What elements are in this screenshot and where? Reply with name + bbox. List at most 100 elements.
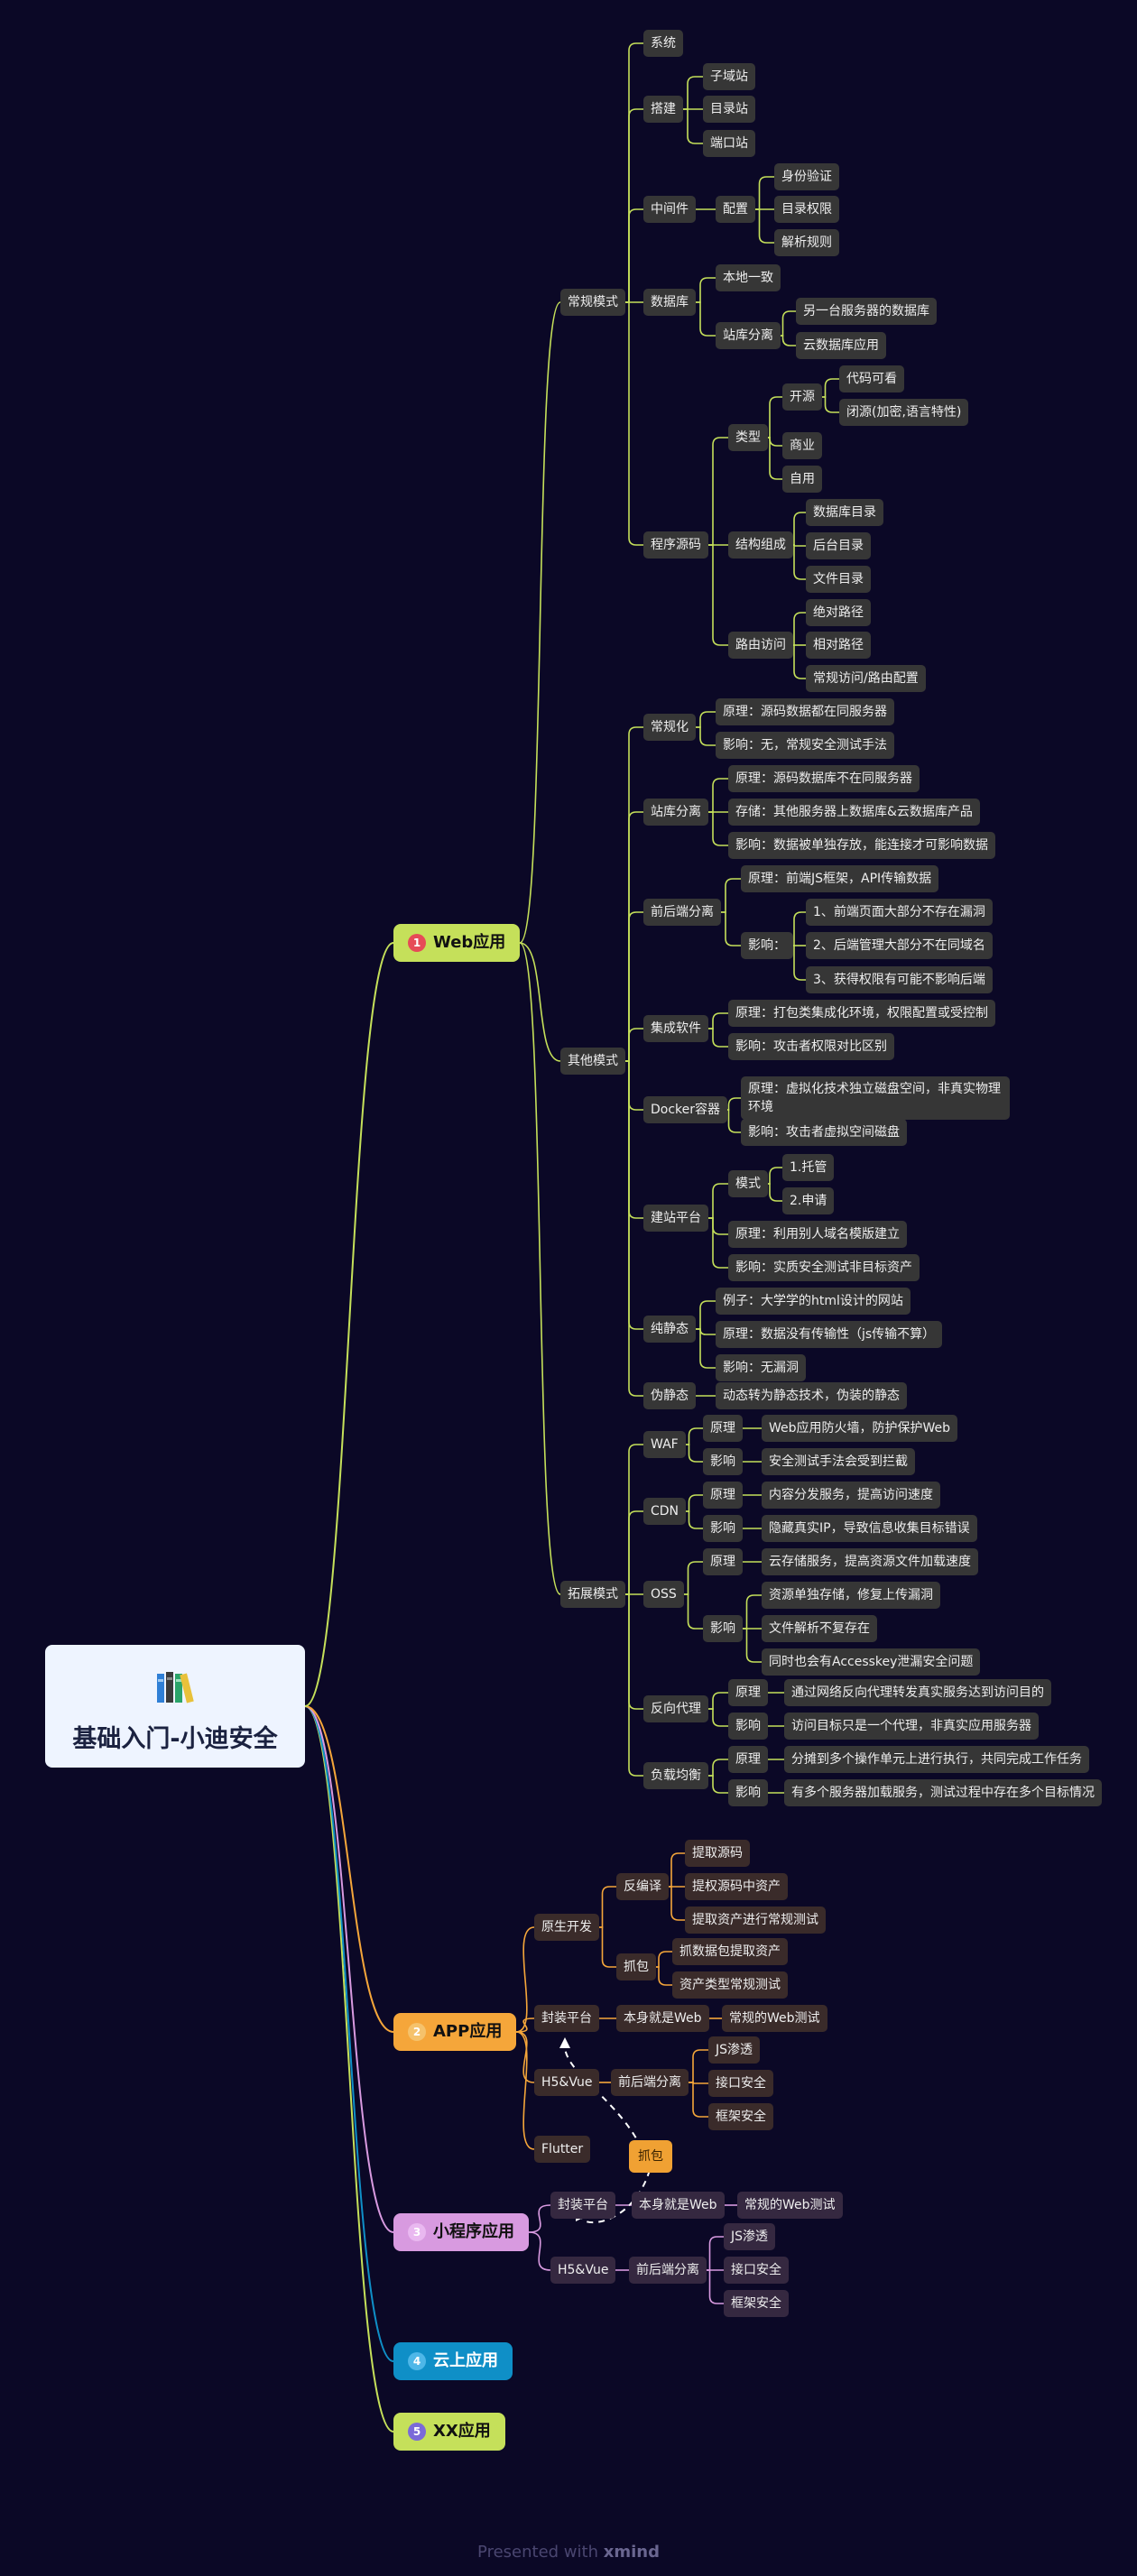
topic-node[interactable]: 例子：大学学的html设计的网站 (716, 1288, 911, 1315)
topic-node[interactable]: 文件解析不复存在 (762, 1615, 877, 1642)
topic-node[interactable]: 原理：源码数据都在同服务器 (716, 698, 894, 725)
topic-node[interactable]: 伪静态 (643, 1382, 696, 1409)
topic-node[interactable]: 影响：实质安全测试非目标资产 (728, 1254, 920, 1281)
topic-node[interactable]: 通过网络反向代理转发真实服务达到访问目的 (784, 1679, 1051, 1706)
topic-node[interactable]: 商业 (782, 432, 822, 459)
topic-node[interactable]: 原理 (703, 1548, 743, 1575)
topic-node[interactable]: 云存储服务，提高资源文件加载速度 (762, 1548, 978, 1575)
topic-node[interactable]: 提取源码 (685, 1840, 750, 1867)
topic-node[interactable]: 动态转为静态技术，伪装的静态 (716, 1382, 907, 1409)
topic-node[interactable]: 本身就是Web (632, 2192, 725, 2219)
topic-node[interactable]: 隐藏真实IP，导致信息收集目标错误 (762, 1515, 977, 1542)
topic-node[interactable]: 影响： (741, 932, 793, 959)
topic-node[interactable]: Web应用防火墙，防护保护Web (762, 1415, 958, 1442)
topic-node[interactable]: 前后端分离 (629, 2257, 707, 2284)
topic-node[interactable]: 其他模式 (560, 1048, 625, 1075)
topic-node[interactable]: JS渗透 (724, 2223, 776, 2250)
topic-node[interactable]: 分摊到多个操作单元上进行执行，共同完成工作任务 (784, 1746, 1089, 1773)
topic-node[interactable]: 系统 (643, 30, 683, 57)
topic-node[interactable]: 影响：无，常规安全测试手法 (716, 732, 894, 759)
topic-node[interactable]: Flutter (534, 2136, 591, 2163)
topic-node[interactable]: 数据库 (643, 289, 696, 316)
topic-node[interactable]: 程序源码 (643, 531, 708, 559)
topic-node[interactable]: 内容分发服务，提高访问速度 (762, 1482, 940, 1509)
topic-node[interactable]: 后台目录 (806, 532, 871, 559)
topic-node[interactable]: 接口安全 (724, 2257, 789, 2284)
topic-node[interactable]: 访问目标只是一个代理，非真实应用服务器 (784, 1713, 1039, 1740)
topic-node[interactable]: 抓包 (616, 1953, 656, 1980)
topic-node[interactable]: 3、获得权限有可能不影响后端 (806, 966, 993, 993)
topic-node[interactable]: 框架安全 (708, 2103, 773, 2130)
topic-node[interactable]: 反编译 (616, 1873, 669, 1900)
topic-node[interactable]: 原理：源码数据库不在同服务器 (728, 765, 920, 792)
topic-node[interactable]: 存储：其他服务器上数据库&云数据库产品 (728, 799, 980, 826)
topic-node[interactable]: WAF (643, 1431, 686, 1458)
topic-node[interactable]: 1、前端页面大部分不存在漏洞 (806, 899, 993, 926)
topic-node[interactable]: 提取资产进行常规测试 (685, 1907, 826, 1934)
topic-node[interactable]: 端口站 (703, 130, 755, 157)
topic-node[interactable]: 相对路径 (806, 632, 871, 659)
topic-node[interactable]: 目录权限 (774, 196, 839, 223)
topic-node[interactable]: 模式 (728, 1170, 768, 1197)
topic-node[interactable]: 有多个服务器加载服务，测试过程中存在多个目标情况 (784, 1779, 1102, 1806)
topic-node[interactable]: 原理：虚拟化技术独立磁盘空间，非真实物理环境 (741, 1076, 1010, 1120)
topic-node[interactable]: 影响 (703, 1615, 743, 1642)
topic-node[interactable]: 原理：利用别人域名模版建立 (728, 1221, 907, 1248)
topic-node[interactable]: 类型 (728, 424, 768, 451)
topic-node[interactable]: 2、后端管理大部分不在同域名 (806, 932, 993, 959)
topic-node[interactable]: 原生开发 (534, 1914, 599, 1941)
topic-node[interactable]: 常规的Web测试 (737, 2192, 843, 2219)
topic-node[interactable]: 另一台服务器的数据库 (796, 298, 937, 325)
topic-node[interactable]: H5&Vue (534, 2069, 600, 2096)
topic-node[interactable]: 中间件 (643, 196, 696, 223)
topic-node[interactable]: 前后端分离 (611, 2069, 689, 2096)
topic-node[interactable]: 搭建 (643, 96, 683, 123)
topic-node[interactable]: 2.申请 (782, 1187, 835, 1214)
topic-node[interactable]: 封装平台 (550, 2192, 615, 2219)
topic-node[interactable]: 影响：攻击者虚拟空间磁盘 (741, 1119, 907, 1146)
topic-node[interactable]: 站库分离 (643, 799, 708, 826)
topic-node[interactable]: 反向代理 (643, 1695, 708, 1722)
topic-node[interactable]: 资产类型常规测试 (672, 1971, 788, 1999)
topic-node[interactable]: 目录站 (703, 96, 755, 123)
topic-node[interactable]: 原理 (703, 1415, 743, 1442)
topic-node[interactable]: 常规化 (643, 714, 696, 741)
topic-node[interactable]: 原理：前端JS框架，API传输数据 (741, 865, 939, 892)
topic-node[interactable]: 路由访问 (728, 632, 793, 659)
topic-node[interactable]: 1.托管 (782, 1154, 835, 1181)
topic-node[interactable]: 原理：数据没有传输性（js传输不算） (716, 1321, 943, 1348)
topic-node[interactable]: 常规访问/路由配置 (806, 665, 926, 692)
topic-node[interactable]: Docker容器 (643, 1096, 728, 1123)
root-topic[interactable]: 基础入门-小迪安全 (45, 1645, 305, 1768)
topic-node[interactable]: 影响 (703, 1448, 743, 1475)
topic-node[interactable]: 云数据库应用 (796, 332, 886, 359)
topic-node[interactable]: 提权源码中资产 (685, 1873, 788, 1900)
topic-node[interactable]: OSS (643, 1581, 684, 1608)
topic-node[interactable]: 文件目录 (806, 566, 871, 593)
topic-node[interactable]: 配置 (716, 196, 755, 223)
topic-node[interactable]: 影响：攻击者权限对比区别 (728, 1033, 894, 1060)
topic-node[interactable]: 安全测试手法会受到拦截 (762, 1448, 915, 1475)
topic-node[interactable]: 原理 (728, 1746, 768, 1773)
floating-topic-capture[interactable]: 抓包 (629, 2140, 672, 2173)
topic-node[interactable]: 资源单独存储，修复上传漏洞 (762, 1582, 940, 1609)
topic-node[interactable]: 影响 (728, 1779, 768, 1806)
topic-node[interactable]: 闭源(加密,语言特性) (839, 399, 969, 426)
topic-node[interactable]: 解析规则 (774, 229, 839, 256)
topic-node[interactable]: 影响：无漏洞 (716, 1354, 806, 1381)
topic-node[interactable]: 拓展模式 (560, 1581, 625, 1608)
topic-node[interactable]: 建站平台 (643, 1205, 708, 1232)
topic-node[interactable]: 数据库目录 (806, 499, 883, 526)
topic-node[interactable]: 身份验证 (774, 163, 839, 190)
topic-node[interactable]: 抓数据包提取资产 (672, 1938, 788, 1965)
topic-node[interactable]: 影响 (703, 1515, 743, 1542)
topic-node[interactable]: 开源 (782, 383, 822, 411)
topic-node[interactable]: 自用 (782, 466, 822, 493)
topic-node[interactable]: H5&Vue (550, 2257, 616, 2284)
topic-node[interactable]: 影响：数据被单独存放，能连接才可影响数据 (728, 832, 995, 859)
